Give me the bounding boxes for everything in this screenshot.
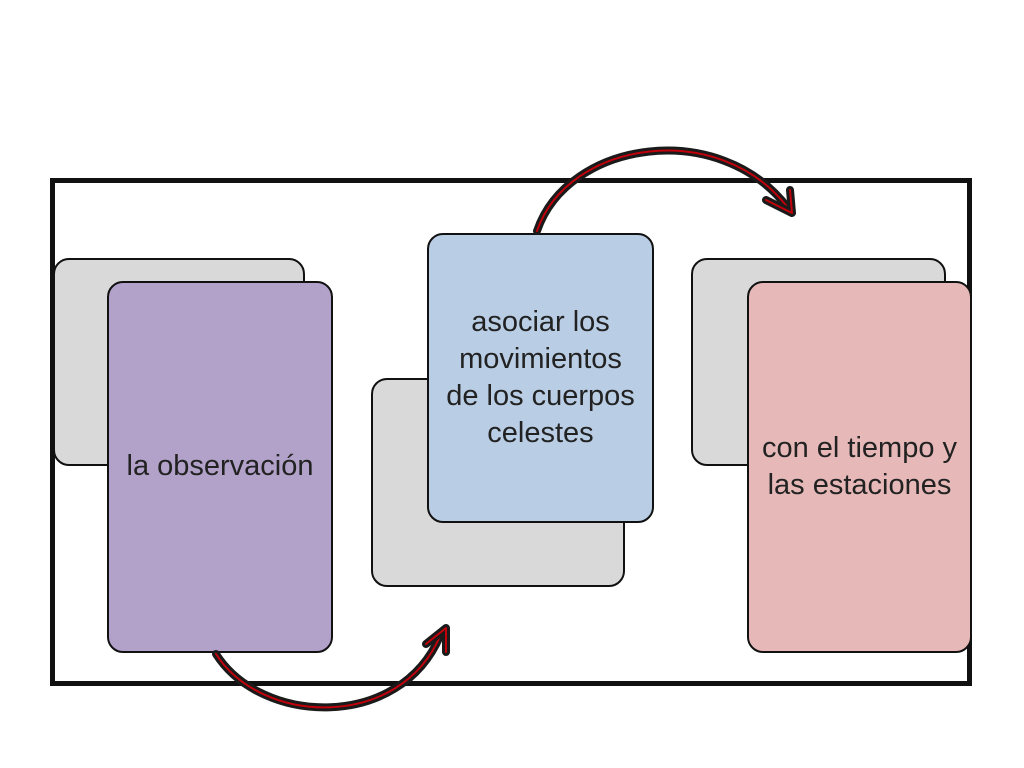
step-3-card: con el tiempo y las estaciones: [747, 281, 972, 653]
step-2-label: asociar los movimientos de los cuerpos c…: [446, 305, 635, 450]
step-1-label: la observación: [126, 450, 314, 483]
step-1-card: la observación: [107, 281, 333, 653]
step-3-label: con el tiempo y las estaciones: [761, 431, 958, 501]
step-2-card: asociar los movimientos de los cuerpos c…: [427, 233, 654, 523]
